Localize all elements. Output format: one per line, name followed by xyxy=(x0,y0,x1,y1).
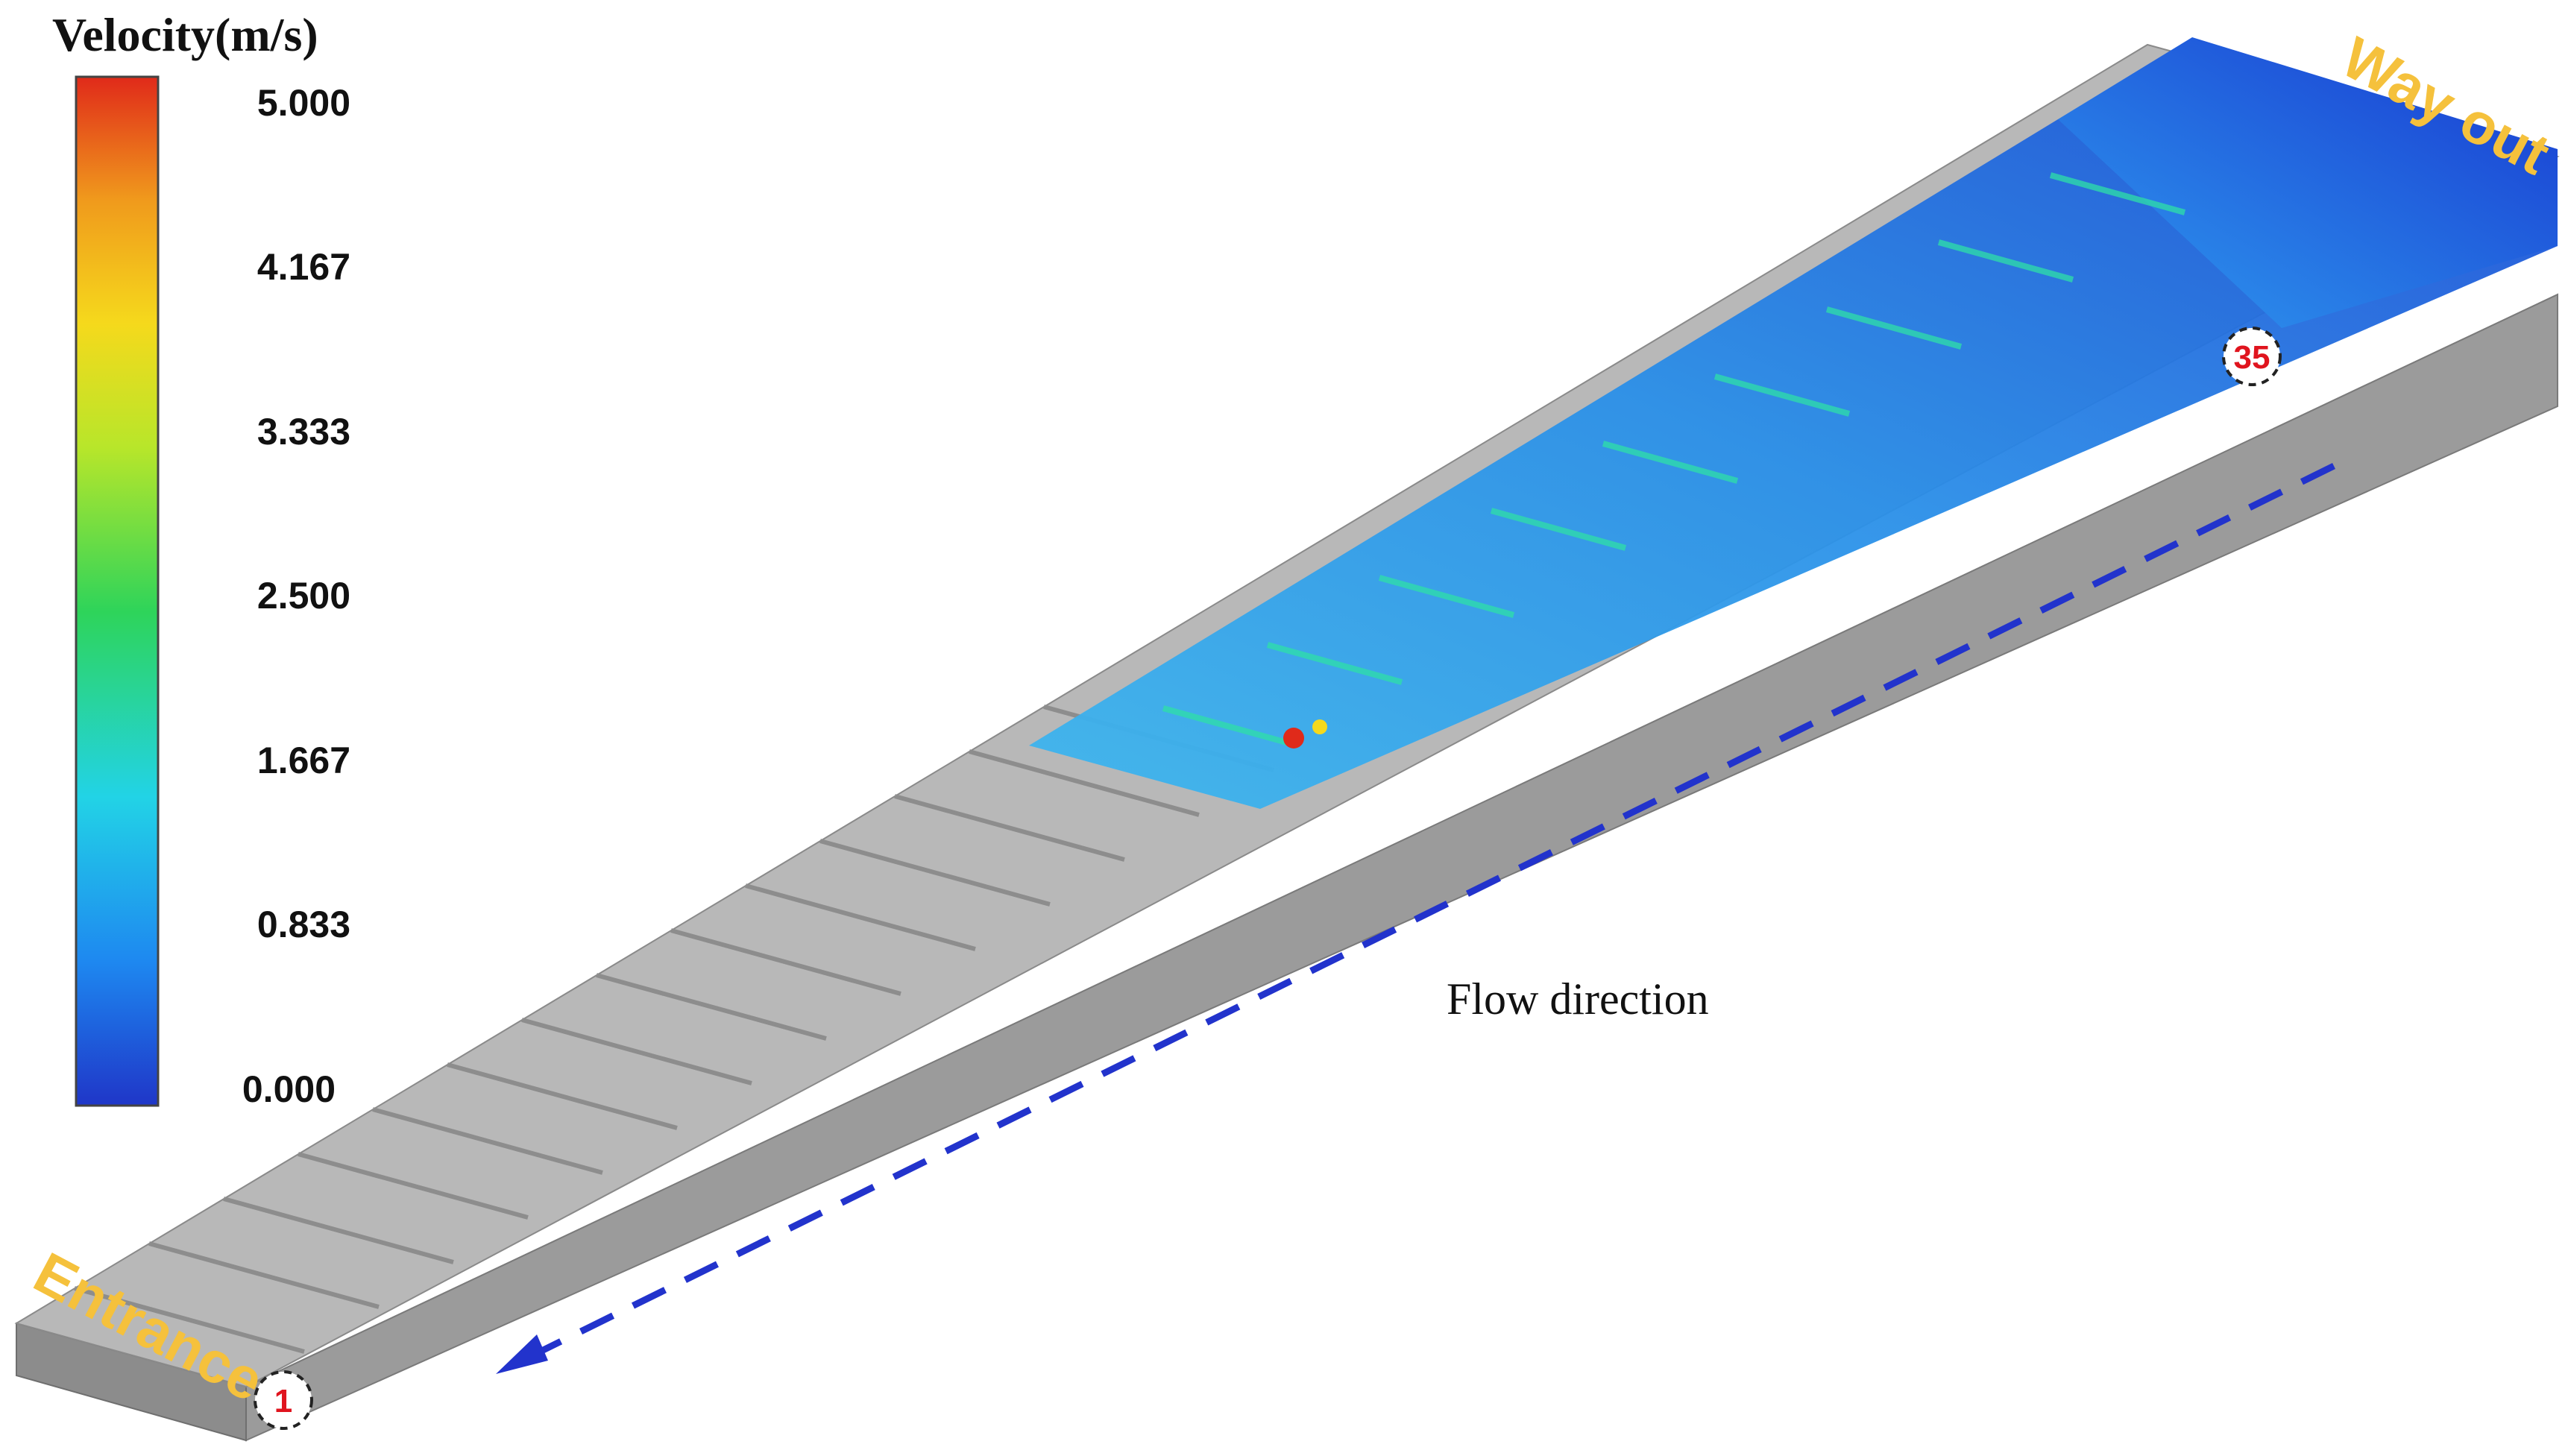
outlet-pool xyxy=(2058,37,2558,328)
tick-label-1667: 1.667 xyxy=(257,740,350,781)
marker-label-last: 35 xyxy=(2234,339,2270,376)
colorbar xyxy=(75,75,160,1107)
marker-circle-first xyxy=(254,1370,313,1430)
velocity-legend: Velocity(m/s) 5.000 4.167 3.333 2.500 1.… xyxy=(52,8,350,1110)
step-marker-last: 35 xyxy=(2222,327,2282,386)
stepped-channel xyxy=(14,37,2560,1442)
tick-label-3333: 3.333 xyxy=(257,411,350,453)
tick-label-4167: 4.167 xyxy=(257,246,350,288)
flow-direction-label: Flow direction xyxy=(1447,974,1709,1024)
flow-arrow-shaft xyxy=(520,462,2335,1364)
water-flow-surface xyxy=(1029,119,2558,809)
flow-direction-arrow xyxy=(496,462,2335,1374)
flow-arrow-head xyxy=(496,1334,548,1374)
tick-label-5000: 5.000 xyxy=(257,82,350,124)
flow-highlights xyxy=(1162,172,2186,749)
step-marker-first: 1 xyxy=(254,1370,313,1430)
tick-label-2500: 2.500 xyxy=(257,575,350,617)
tick-label-0833: 0.833 xyxy=(257,904,350,945)
channel-side-wall xyxy=(245,293,2558,1442)
marker-label-first: 1 xyxy=(274,1383,292,1419)
tick-label-0000: 0.000 xyxy=(242,1068,336,1110)
marker-circle-last xyxy=(2222,327,2282,386)
legend-title: Velocity(m/s) xyxy=(52,8,318,61)
flow-hotspots xyxy=(1283,719,1327,749)
